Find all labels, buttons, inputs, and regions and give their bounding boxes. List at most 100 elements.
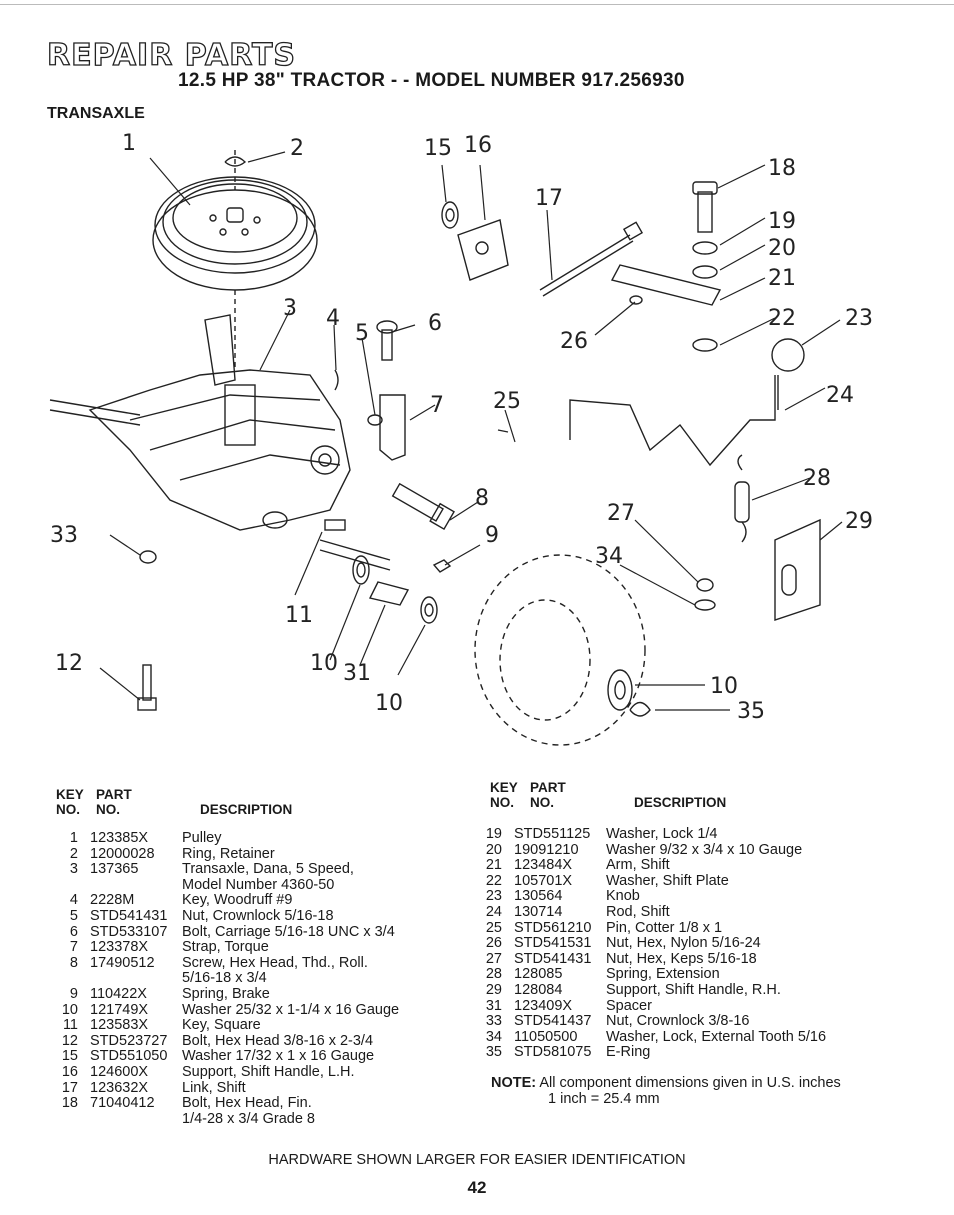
description-line: Screw, Hex Head, Thd., Roll. — [182, 954, 368, 971]
part-description: Washer, Lock 1/4 — [606, 826, 718, 843]
hardware-footnote: HARDWARE SHOWN LARGER FOR EASIER IDENTIF… — [268, 1152, 686, 1168]
key-number: 17 — [61, 1079, 78, 1096]
description-line: Nut, Crownlock 3/8-16 — [606, 1013, 750, 1030]
key-number: 15 — [61, 1048, 78, 1065]
page-title: REPAIR PARTS — [46, 37, 297, 73]
table-row: 20 19091210 Washer 9/32 x 3/4 x 10 Gauge — [476, 841, 826, 859]
callout-34: 34 — [595, 544, 623, 569]
key-number: 11 — [62, 1017, 78, 1034]
description-line: Nut, Hex, Keps 5/16-18 — [606, 950, 757, 967]
part-number: 19091210 — [514, 841, 579, 858]
key-number: 19 — [485, 826, 502, 842]
description-line: Washer, Lock 1/4 — [606, 826, 718, 842]
part-description: Key, Woodruff #9 — [182, 893, 292, 909]
description-line: Ring, Retainer — [182, 845, 275, 862]
key-number: 25 — [485, 919, 502, 936]
part-description: Screw, Hex Head, Thd., Roll.5/16-18 x 3/… — [182, 954, 368, 987]
part-description: Washer 9/32 x 3/4 x 10 Gauge — [606, 842, 802, 859]
description-line: Bolt, Hex Head 3/8-16 x 2-3/4 — [182, 1032, 374, 1049]
top-rule — [0, 4, 954, 5]
callout-18: 18 — [768, 156, 796, 181]
description-line: Spring, Extension — [606, 966, 720, 983]
table-row: 26 STD541531 Nut, Hex, Nylon 5/16-24 — [476, 936, 826, 952]
part-number: 123409X — [514, 997, 573, 1014]
key-number: 24 — [485, 903, 502, 920]
part-description: Spring, Brake — [182, 986, 270, 1003]
note-line-1: All component dimensions given in U.S. i… — [539, 1075, 841, 1091]
page-number: 42 — [467, 1178, 487, 1197]
part-description: Transaxle, Dana, 5 Speed,Model Number 43… — [182, 862, 354, 893]
description-line: Arm, Shift — [606, 857, 670, 874]
part-number: 137365 — [90, 861, 139, 878]
part-description: Nut, Crownlock 5/16-18 — [182, 907, 334, 925]
table-row: 21 123484X Arm, Shift — [476, 858, 826, 874]
part-description: Knob — [606, 889, 640, 905]
part-number: STD541431 — [90, 907, 168, 924]
callout-21: 21 — [768, 266, 796, 291]
key-number: 22 — [485, 872, 502, 889]
part-description: Nut, Hex, Keps 5/16-18 — [606, 950, 757, 968]
callout-numbers: 1 2 15 16 18 17 19 20 21 3 4 5 6 22 23 2… — [50, 131, 873, 724]
description-line: Nut, Crownlock 5/16-18 — [182, 907, 334, 924]
part-number: 123378X — [90, 939, 149, 956]
callout-3: 3 — [283, 296, 297, 321]
callout-11: 11 — [285, 603, 313, 628]
part-description: Bolt, Hex Head 3/8-16 x 2-3/4 — [182, 1032, 374, 1050]
callout-5: 5 — [355, 321, 369, 346]
callout-16: 16 — [464, 133, 492, 158]
part-description: Rod, Shift — [606, 904, 670, 921]
part-description: Support, Shift Handle, L.H. — [182, 1064, 355, 1081]
callout-6: 6 — [428, 311, 442, 336]
key-number: 1 — [69, 830, 78, 846]
part-number: 123484X — [514, 857, 573, 874]
part-description: Nut, Hex, Nylon 5/16-24 — [606, 936, 761, 952]
callout-10c: 10 — [710, 674, 738, 699]
part-number: 2228M — [90, 892, 135, 909]
callout-26: 26 — [560, 329, 588, 354]
description-line: Transaxle, Dana, 5 Speed, — [182, 861, 354, 878]
tire-outline — [474, 554, 646, 746]
key-number: 23 — [485, 888, 502, 905]
description-line: Model Number 4360-50 — [182, 876, 335, 893]
callout-23: 23 — [845, 306, 873, 331]
retainer-ring-drawing — [224, 156, 247, 167]
right-table-header: KEY PART NO. NO. DESCRIPTION — [490, 780, 726, 810]
key-number: 26 — [485, 935, 502, 952]
part-number: STD551050 — [90, 1048, 168, 1065]
part-description: Nut, Crownlock 3/8-16 — [606, 1014, 749, 1030]
key-number: 4 — [69, 892, 78, 909]
part-number: 71040412 — [90, 1095, 155, 1112]
key-number: 31 — [485, 997, 502, 1014]
key-header-right: KEY — [490, 780, 518, 795]
key-number: 34 — [485, 1028, 502, 1045]
description-line: Link, Shift — [182, 1079, 246, 1096]
description-line: 5/16-18 x 3/4 — [182, 970, 267, 987]
page-subtitle: 12.5 HP 38" TRACTOR - - MODEL NUMBER 917… — [178, 70, 685, 91]
callout-27: 27 — [607, 501, 635, 526]
callout-10a: 10 — [310, 651, 338, 676]
pulley-drawing — [152, 150, 318, 370]
key-number: 21 — [485, 857, 502, 874]
part-number: 128085 — [514, 966, 563, 983]
left-table-header: KEY PART NO. NO. DESCRIPTION — [56, 787, 292, 817]
callout-35: 35 — [737, 699, 765, 724]
key-number: 20 — [485, 841, 502, 858]
key-number: 28 — [485, 966, 502, 983]
part-number: STD541531 — [514, 935, 592, 952]
description-line: Bolt, Carriage 5/16-18 UNC x 3/4 — [182, 923, 395, 940]
part-number: 11050500 — [514, 1028, 578, 1045]
